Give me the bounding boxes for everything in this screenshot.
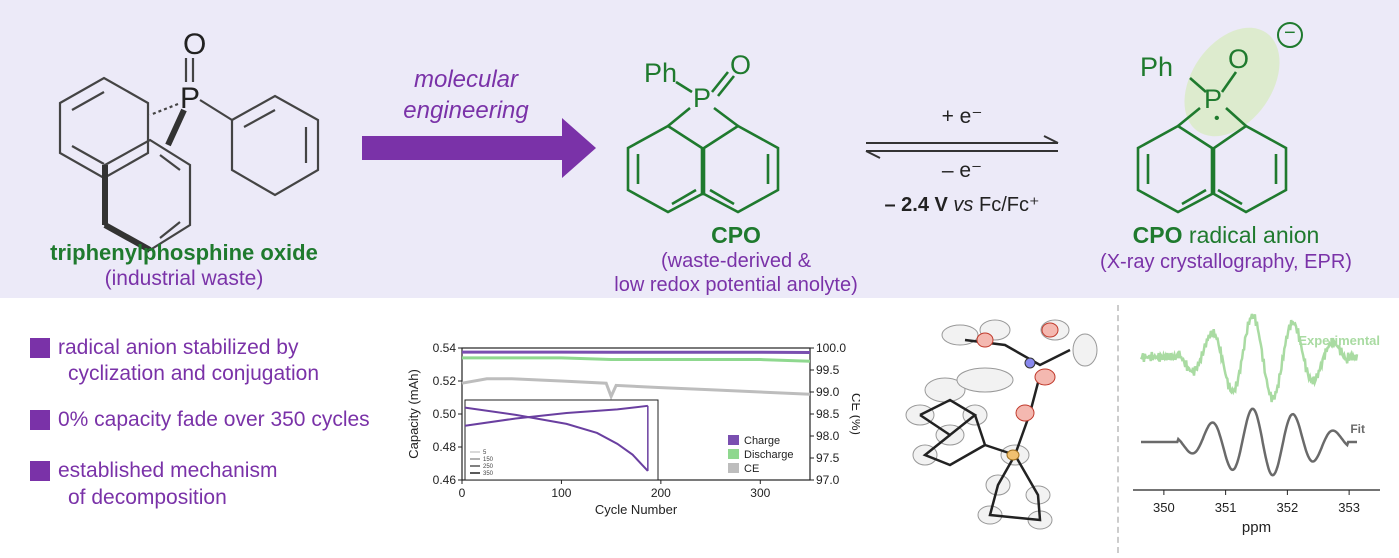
fit-label: Fit [1350, 422, 1365, 436]
x-tick-label: 350 [1153, 500, 1175, 515]
radical-dot: • [1214, 110, 1220, 127]
equilibrium-arrows [865, 135, 1059, 159]
bullet-marker-3 [30, 461, 50, 481]
y-tick-label: 0.52 [433, 374, 457, 388]
radical-phenyl-label: Ph [1140, 52, 1174, 82]
radical-name-bold: CPO [1132, 222, 1183, 248]
y2-tick-label: 98.0 [816, 429, 840, 443]
radical-name-rest: radical anion [1188, 222, 1320, 248]
cpo-note-1: (waste-derived & [660, 250, 812, 272]
redox-reverse-label: – e⁻ [941, 159, 983, 182]
bullet-1-line-1: radical anion stabilized by [58, 336, 299, 359]
x-axis-label: Cycle Number [595, 502, 678, 517]
y2-tick-label: 98.5 [816, 407, 840, 421]
redox-voltage: – 2.4 V [884, 194, 948, 216]
radical-oxygen-atom: O [1228, 44, 1250, 74]
cycling-chart: 0 100 200 300 0.46 0.48 0.50 0.52 0.54 97.0 97.5 98… [406, 341, 860, 517]
arrow-label-1: molecular [413, 66, 519, 93]
panel-divider [1117, 305, 1119, 553]
x-axis-label: ppm [1242, 519, 1271, 536]
cpo-phosphorus-atom: P [693, 83, 712, 113]
redox-forward-label: + e⁻ [941, 105, 983, 128]
spin-density-highlight [1184, 27, 1280, 137]
cpo-structure [626, 71, 780, 214]
radical-phosphorus-atom: P [1204, 84, 1223, 114]
y2-tick-label: 99.5 [816, 363, 840, 377]
series-line-discharge [462, 356, 811, 363]
legend-label-charge: Charge [744, 435, 780, 447]
y-tick-label: 0.48 [433, 440, 457, 454]
cpo-name: CPO [711, 222, 761, 248]
x-tick-label: 351 [1215, 500, 1237, 515]
legend-label-discharge: Discharge [744, 449, 794, 461]
inset-discharge-curve [464, 406, 649, 472]
legend-label-ce: CE [744, 463, 759, 475]
radical-charge: − [1284, 22, 1296, 44]
bullet-marker-1 [30, 338, 50, 358]
y2-tick-label: 100.0 [816, 341, 846, 355]
charge-circle [1277, 22, 1303, 48]
redox-reference: Fc/Fc⁺ [978, 194, 1040, 216]
y-axis-label: Capacity (mAh) [406, 369, 421, 459]
series-line-ce [461, 377, 811, 401]
y-tick-label: 0.54 [433, 341, 457, 355]
tppo-note: (industrial waste) [104, 267, 264, 290]
experimental-trace [1139, 313, 1359, 403]
redox-potential: – 2.4 V vs Fc/Fc⁺ [884, 192, 1039, 217]
bullet-2-line-1: 0% capacity fade over 350 cycles [58, 408, 370, 431]
inset-legend-label: 250 [483, 464, 494, 470]
legend-swatch-discharge [728, 449, 739, 459]
inset-legend-label: 5 [483, 450, 487, 456]
y-tick-label: 0.50 [433, 407, 457, 421]
tppo-structure [58, 58, 320, 253]
y2-tick-label: 97.5 [816, 451, 840, 465]
fit-trace [1141, 407, 1357, 477]
top-panel-background [0, 0, 1399, 298]
legend-swatch-charge [728, 435, 739, 445]
inset-legend-label: 150 [483, 457, 494, 463]
x-tick-label: 200 [651, 486, 671, 500]
x-tick-label: 352 [1277, 500, 1299, 515]
tppo-phosphorus-atom: P [180, 82, 201, 115]
redox-vs: vs [953, 194, 974, 216]
radical-note: (X-ray crystallography, EPR) [1100, 251, 1352, 273]
x-tick-label: 300 [750, 486, 770, 500]
arrow-label-2: engineering [403, 97, 529, 124]
inset-legend-label: 350 [483, 471, 494, 477]
molecule-structures [58, 22, 1303, 253]
y-tick-label: 0.46 [433, 473, 457, 487]
radical-name: CPO radical anion [1133, 222, 1320, 249]
y2-tick-label: 99.0 [816, 385, 840, 399]
x-tick-label: 100 [551, 486, 571, 500]
experimental-label: Experimental [1298, 333, 1380, 348]
tppo-oxygen-atom: O [183, 28, 207, 61]
y2-axis-label: CE (%) [849, 393, 860, 435]
tppo-name: triphenylphosphine oxide [50, 240, 318, 265]
radical-structure [1136, 71, 1288, 214]
cpo-phenyl-label: Ph [644, 58, 678, 88]
bullet-3-line-2: of decomposition [68, 486, 227, 509]
cpo-note-2: low redox potential anolyte) [614, 274, 858, 296]
crystal-structure [905, 319, 1098, 530]
legend-swatch-ce [728, 463, 739, 473]
engineering-arrow [362, 118, 596, 178]
x-tick-label: 0 [459, 486, 466, 500]
bullet-3-line-1: established mechanism [58, 459, 278, 482]
cpo-oxygen-atom: O [730, 50, 752, 80]
y2-tick-label: 97.0 [816, 473, 840, 487]
bullet-marker-2 [30, 410, 50, 430]
bullet-1-line-2: cyclization and conjugation [68, 362, 319, 385]
x-tick-label: 353 [1338, 500, 1360, 515]
inset-charge-curve [464, 404, 648, 427]
